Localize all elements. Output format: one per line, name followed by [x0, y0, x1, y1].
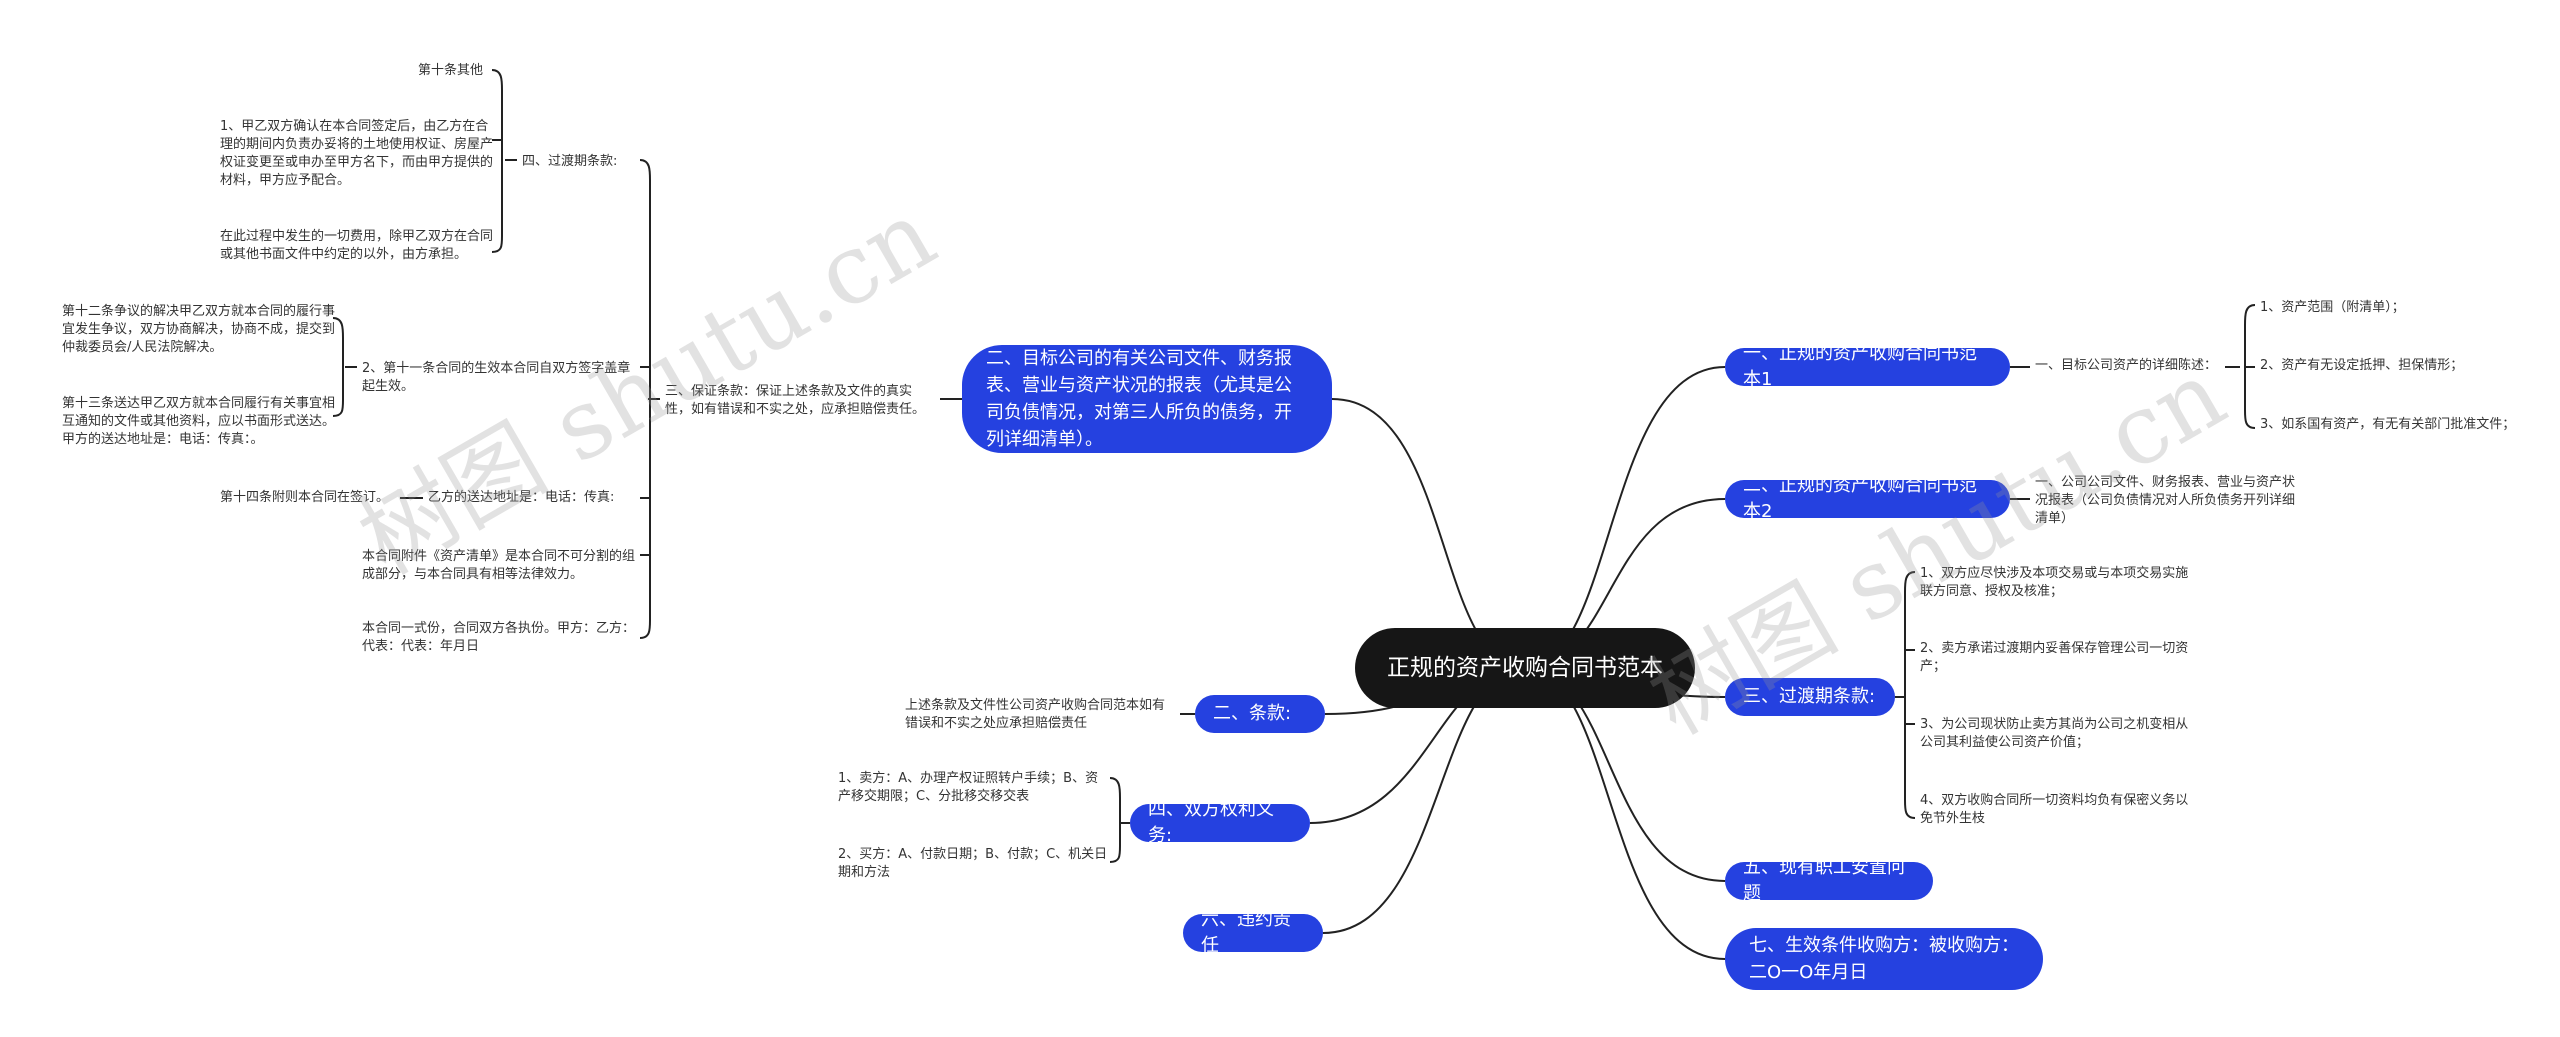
leaf-r3-item-1: 1、双方应尽快涉及本项交易或与本项交易实施联方同意、授权及核准；	[1920, 566, 2189, 599]
leaf-r3-item-3: 3、为公司现状防止卖方其尚为公司之机变相从公司其利益使公司资产价值；	[1920, 717, 2189, 750]
branch-right-3[interactable]: 三、过渡期条款:	[1725, 678, 1895, 716]
connector-groups-bracket	[639, 159, 651, 639]
branch-label: 七、生效条件收购方：被收购方：二O一O年月日	[1749, 935, 2019, 983]
connector-r3-bracket	[1904, 571, 1916, 819]
branch-label: 六、违约责任	[1201, 909, 1291, 956]
branch-left-4[interactable]: 四、双方权利义务:	[1130, 799, 1310, 846]
group-effect-label: 2、第十一条合同的生效本合同自双方签字盖章起生效。	[362, 361, 631, 394]
branch-label: 一、正规的资产收购合同书范本1	[1743, 343, 1977, 390]
connector-b4-bracket	[1109, 777, 1121, 863]
leaf-r3-item-2: 2、卖方承诺过渡期内妥善保存管理公司一切资产；	[1920, 641, 2189, 674]
branch-label: 二、条款:	[1213, 703, 1292, 724]
group-address-label: 乙方的送达地址是：电话：传真:	[428, 490, 615, 505]
connector-transition-bracket	[491, 69, 503, 253]
leaf-r1-item-3: 3、如系国有资产，有无有关部门批准文件；	[2260, 417, 2516, 432]
branch-left-2[interactable]: 二、目标公司的有关公司文件、财务报表、营业与资产状况的报表（尤其是公司负债情况，…	[962, 345, 1332, 453]
leaf-terms-desc: 上述条款及文件性公司资产收购合同范本如有错误和不实之处应承担赔偿责任	[905, 698, 1166, 731]
branch-label: 二、目标公司的有关公司文件、财务报表、营业与资产状况的报表（尤其是公司负债情况，…	[986, 348, 1292, 450]
leaf-r1-item-1: 1、资产范围（附清单）；	[2260, 300, 2405, 315]
leaf-transition-2: 在此过程中发生的一切费用，除甲乙双方在合同或其他书面文件中约定的以外，由方承担。	[220, 229, 494, 262]
leaf-tenth-other: 第十条其他	[418, 63, 484, 78]
leaf-copies: 本合同一式份，合同双方各执份。甲方：乙方：代表：代表：年月日	[362, 621, 636, 654]
leaf-delivery: 第十三条送达甲乙双方就本合同履行有关事宜相互通知的文件或其他资料，应以书面形式送…	[62, 396, 336, 447]
leaf-attachment: 本合同附件《资产清单》是本合同不可分割的组成部分，与本合同具有相等法律效力。	[362, 549, 636, 582]
branch-label: 三、过渡期条款:	[1743, 686, 1876, 707]
branch-left-6[interactable]: 六、违约责任	[1183, 909, 1323, 956]
branch-right-1[interactable]: 一、正规的资产收购合同书范本1	[1725, 343, 2010, 390]
leaf-r1-desc: 一、目标公司资产的详细陈述：	[2035, 358, 2218, 373]
leaf-seller: 1、卖方：A、办理产权证照转户手续；B、资产移交期限；C、分批移交移交表	[838, 771, 1099, 804]
branch-right-5[interactable]: 五、现有职工安置问题	[1725, 857, 1933, 904]
connector-root-right-5	[1524, 667, 1726, 960]
branch-left-terms[interactable]: 二、条款:	[1195, 695, 1325, 733]
group-transition-label: 四、过渡期条款:	[522, 154, 618, 169]
leaf-appendix-signing: 第十四条附则本合同在签订。	[220, 490, 390, 505]
connector-effect-bracket	[332, 317, 344, 417]
leaf-dispute: 第十二条争议的解决甲乙双方就本合同的履行事宜发生争议，双方协商解决，协商不成，提…	[62, 304, 336, 355]
branch-right-7[interactable]: 七、生效条件收购方：被收购方：二O一O年月日	[1725, 928, 2043, 990]
branch-right-2[interactable]: 二、正规的资产收购合同书范本2	[1725, 475, 2010, 522]
leaf-buyer: 2、买方：A、付款日期；B、付款；C、机关日期和方法	[838, 847, 1108, 880]
connector-root-right-1	[1524, 366, 1726, 669]
branch-label: 五、现有职工安置问题	[1743, 857, 1905, 904]
root-node[interactable]: 正规的资产收购合同书范本	[1355, 628, 1695, 708]
leaf-r2-desc: 一、公司公司文件、财务报表、营业与资产状况报表（公司负债情况对人所负债务开列详细…	[2035, 475, 2296, 526]
leaf-transition-1: 1、甲乙双方确认在本合同签定后，由乙方在合理的期间内负责办妥将的土地使用权证、房…	[220, 119, 494, 188]
leaf-guarantee: 三、保证条款：保证上述条款及文件的真实性，如有错误和不实之处，应承担赔偿责任。	[665, 384, 926, 417]
leaf-r3-item-4: 4、双方收购合同所一切资料均负有保密义务以免节外生枝	[1920, 793, 2189, 826]
leaf-r1-item-2: 2、资产有无设定抵押、担保情形；	[2260, 358, 2464, 373]
branch-label: 四、双方权利义务:	[1148, 799, 1274, 846]
branch-label: 二、正规的资产收购合同书范本2	[1743, 475, 1977, 522]
